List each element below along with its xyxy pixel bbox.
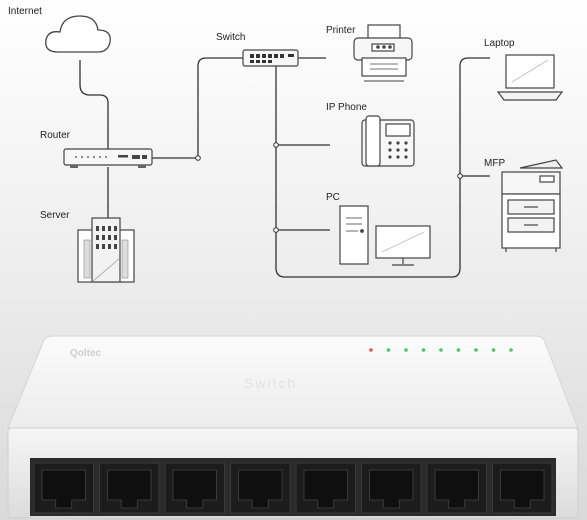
switch-top-surface xyxy=(7,335,579,429)
rj45-port xyxy=(492,462,553,514)
junction-dots xyxy=(195,142,463,233)
status-led xyxy=(439,348,443,352)
router-icon xyxy=(63,148,153,168)
label-router: Router xyxy=(40,130,71,141)
rj45-port xyxy=(230,462,291,514)
brand-logo: Qoltec xyxy=(70,348,102,359)
label-mfp: MFP xyxy=(484,158,505,169)
status-led xyxy=(386,348,391,352)
rj45-port xyxy=(33,462,94,514)
status-led xyxy=(491,348,496,352)
status-led xyxy=(369,348,373,352)
label-pc: PC xyxy=(326,192,340,203)
status-led xyxy=(421,348,426,352)
rj45-port xyxy=(99,462,160,514)
rj45-port xyxy=(295,462,356,514)
connection-lines xyxy=(79,57,490,278)
ports xyxy=(33,462,553,514)
mfp-icon xyxy=(501,159,564,252)
rj45-port xyxy=(164,462,225,514)
status-led xyxy=(404,348,408,352)
label-ip-phone: IP Phone xyxy=(326,102,367,113)
pc-tower-icon xyxy=(339,205,369,265)
label-printer: Printer xyxy=(326,25,356,36)
ip-phone-icon xyxy=(361,115,415,167)
label-server: Server xyxy=(40,210,70,221)
line-router-switch xyxy=(152,57,243,159)
cloud-icon xyxy=(45,15,111,53)
rj45-port xyxy=(426,462,487,514)
status-led xyxy=(474,348,478,352)
server-icon xyxy=(77,217,135,283)
label-internet: Internet xyxy=(8,6,42,17)
line-internet-router xyxy=(79,60,109,150)
label-switch: Switch xyxy=(216,32,245,43)
status-led xyxy=(509,348,513,352)
line-switch-bus xyxy=(275,57,490,278)
rj45-port xyxy=(361,462,422,514)
monitor-icon xyxy=(375,225,431,266)
printer-icon xyxy=(353,24,413,82)
status-led xyxy=(456,348,461,352)
switch-top-label: Switch xyxy=(244,375,297,391)
laptop-icon xyxy=(496,54,564,101)
switch-icon xyxy=(242,49,299,67)
switch-product-photo: Qoltec Switch xyxy=(7,335,579,520)
label-laptop: Laptop xyxy=(484,38,515,49)
status-leds xyxy=(369,348,513,352)
